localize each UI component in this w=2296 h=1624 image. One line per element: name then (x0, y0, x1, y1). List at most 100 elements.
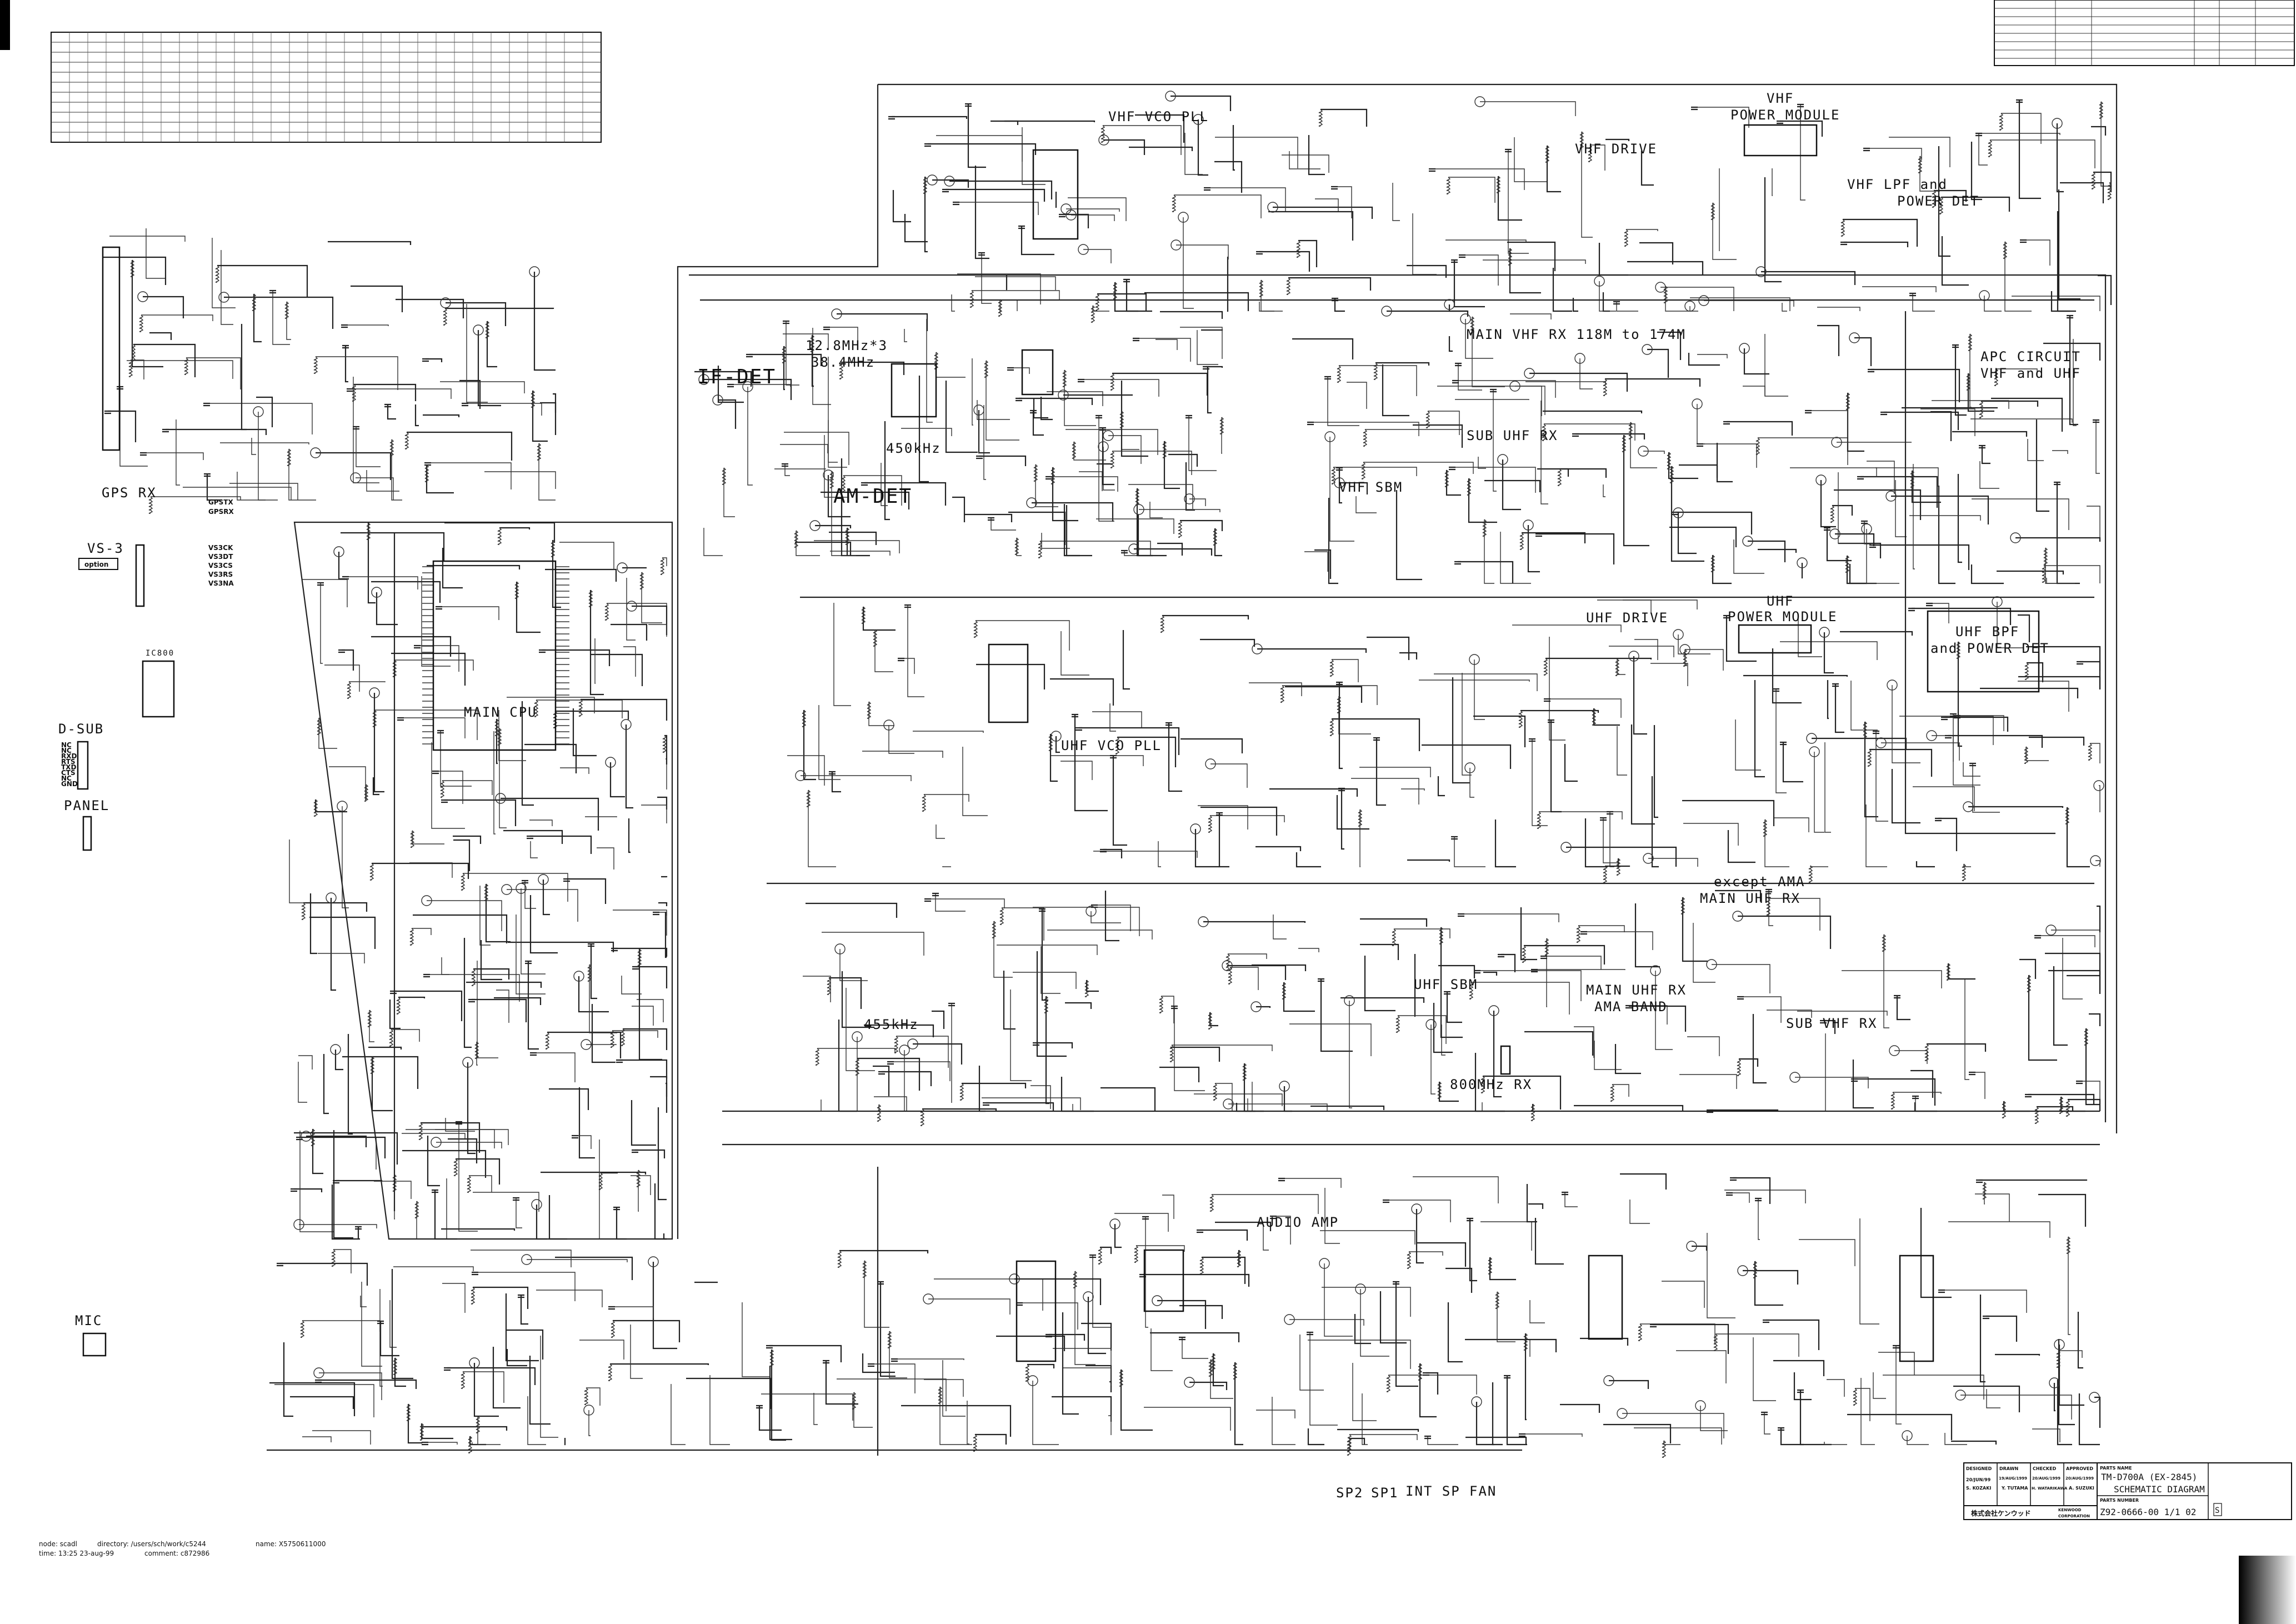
wire (936, 352, 966, 378)
top-connector (102, 246, 121, 451)
wire (837, 313, 928, 331)
transistor-symbol (1809, 746, 1820, 757)
wire (769, 1366, 792, 1441)
transistor-symbol (1732, 911, 1743, 922)
wire (1299, 1335, 1324, 1391)
wire (1653, 1323, 1729, 1354)
wire (1970, 142, 1982, 201)
wire (892, 116, 968, 119)
wire (1500, 532, 1531, 584)
wire (983, 405, 986, 480)
wire (1458, 561, 1514, 583)
wire (1883, 1375, 1984, 1400)
wire (881, 463, 888, 506)
transistor-symbol (1574, 353, 1585, 364)
wire (1065, 1002, 1092, 1009)
resistor-symbol (476, 1416, 481, 1433)
transistor-symbol (1058, 389, 1069, 401)
capacitor-symbol (1307, 1331, 1313, 1336)
wire (1338, 696, 1371, 734)
wire (590, 653, 643, 686)
wire (1849, 564, 1877, 584)
resistor-symbol (497, 527, 502, 545)
capacitor-symbol (965, 103, 972, 107)
transistor-symbol (923, 1293, 934, 1305)
wire (393, 990, 463, 1021)
wire (1515, 386, 1542, 416)
capacitor-symbol (1007, 367, 1014, 371)
wire (813, 1393, 818, 1425)
wire (913, 1043, 963, 1065)
wire (1639, 242, 1674, 264)
resistor-symbol (922, 794, 927, 812)
audio-ic-2 (1143, 1249, 1184, 1312)
wire (1200, 806, 1278, 836)
resistor-symbol (1209, 1194, 1214, 1212)
transistor-symbol (1628, 651, 1639, 662)
wire (1355, 496, 1377, 513)
resistor-symbol (1318, 109, 1323, 127)
wire (857, 1057, 921, 1091)
wire (1909, 515, 1981, 521)
wire (1379, 1291, 1407, 1344)
wire (472, 998, 527, 1022)
capacitor-symbol (1449, 466, 1455, 471)
wire (486, 321, 497, 368)
resistor-symbol (1470, 316, 1475, 334)
wire (1685, 649, 1724, 671)
transistor-symbol (1488, 1005, 1499, 1016)
label-vs3-option: option (84, 561, 108, 568)
wire (1062, 213, 1089, 228)
wire (1157, 1300, 1207, 1329)
wire (1112, 372, 1208, 396)
capacitor-symbol (953, 201, 959, 206)
wire (1249, 682, 1302, 696)
resistor-symbol (1172, 194, 1177, 212)
capacitor-symbol (653, 911, 659, 916)
transistor-symbol (698, 374, 709, 385)
uhf-bpf-box (1927, 610, 2040, 693)
wire (1170, 95, 1232, 111)
wire (2053, 966, 2068, 1046)
wire (1168, 453, 1198, 467)
wire (1283, 982, 1315, 1012)
transistor-symbol (326, 892, 337, 903)
wire (572, 708, 597, 757)
transistor-symbol (293, 1219, 304, 1230)
wire (131, 359, 144, 379)
capacitor-symbol (1893, 1345, 1899, 1349)
wire (1823, 632, 1834, 674)
wire (1465, 1338, 1557, 1352)
wire (1475, 1402, 1503, 1446)
wire (564, 1438, 566, 1446)
resistor-symbol (313, 799, 318, 817)
wire (1629, 1005, 1687, 1032)
transistor-symbol (1133, 504, 1144, 515)
wire (1339, 365, 1417, 396)
audio-ic-3 (1588, 1255, 1623, 1340)
wire (1194, 1093, 1283, 1106)
transistor-symbol (431, 1137, 442, 1148)
wire (1432, 168, 1525, 190)
label-vhf-pm-1: VHF (1767, 91, 1794, 106)
transistor-symbol (1497, 454, 1508, 465)
wire (446, 302, 507, 326)
resistor-symbol (2043, 547, 2048, 565)
drawn-label: DRAWN (1999, 1466, 2018, 1471)
wire (473, 968, 510, 980)
transistor-symbol (2089, 1392, 2100, 1403)
wire (1407, 264, 1447, 278)
wire (1032, 502, 1114, 522)
wire (1021, 226, 1054, 256)
wire (619, 1059, 668, 1078)
wire (1675, 511, 1753, 534)
wire (1801, 563, 1803, 579)
resistor-symbol (1242, 1063, 1247, 1081)
capacitor-symbol (924, 143, 931, 147)
signal-vs3cs: VS3CS (208, 562, 233, 569)
wire (1957, 715, 2004, 731)
wire (1910, 1070, 1934, 1098)
resistor-symbol (1358, 809, 1363, 827)
resistor-symbol (414, 1201, 419, 1218)
wire (1198, 805, 1248, 830)
